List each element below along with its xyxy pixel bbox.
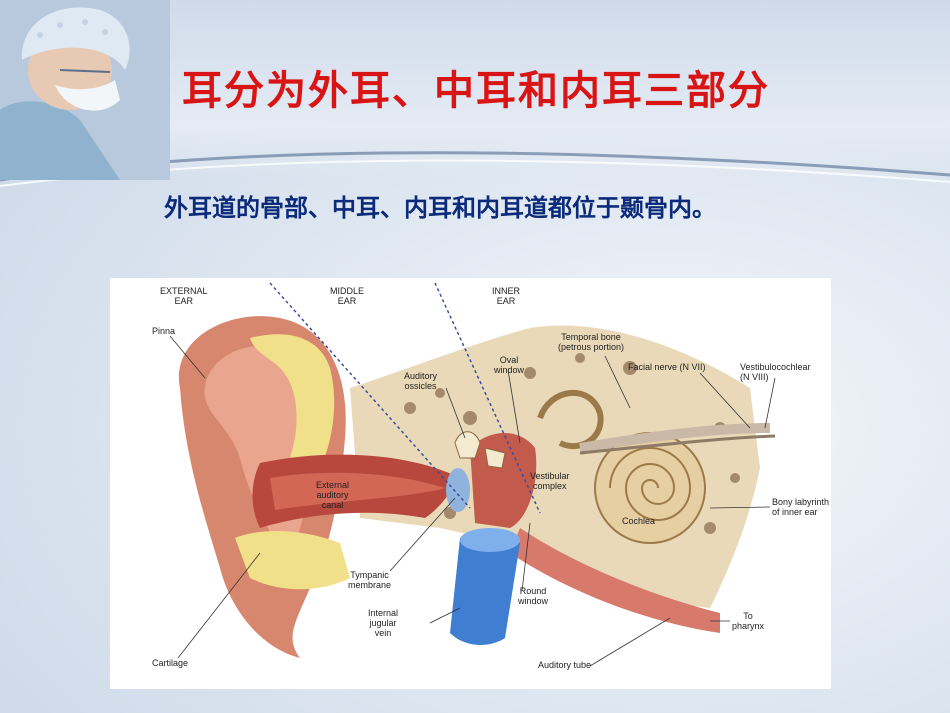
slide-title: 耳分为外耳、中耳和内耳三部分 (182, 67, 770, 114)
label-auditory-tube: Auditory tube (538, 660, 592, 670)
label-external-ear: EXTERNAL EAR (160, 286, 208, 306)
label-bony-labyrinth: Bony labyrinth of inner ear (772, 497, 830, 517)
doctor-photo (0, 0, 170, 180)
label-tympanic-membrane: Tympanic membrane (348, 570, 392, 590)
ear-anatomy-figure: EXTERNAL EAR MIDDLE EAR INNER EAR Pinna … (110, 278, 831, 689)
label-facial-nerve: Facial nerve (N VII) (628, 362, 706, 372)
label-internal-jugular-vein: Internal jugular vein (368, 608, 399, 638)
label-round-window: Round window (518, 586, 549, 606)
label-vestibulocochlear: Vestibulocochlear (N VIII) (740, 362, 811, 382)
label-auditory-ossicles: Auditory ossicles (404, 371, 438, 391)
label-inner-ear: INNER EAR (492, 286, 521, 306)
label-external-auditory-canal: External auditory canal (316, 480, 350, 510)
label-middle-ear: MIDDLE EAR (330, 286, 365, 306)
label-oval-window: Oval window (494, 355, 525, 375)
ear-illustration (169, 282, 776, 667)
label-cartilage: Cartilage (152, 658, 189, 668)
label-pinna: Pinna (152, 326, 176, 336)
label-temporal-bone: Temporal bone (petrous portion) (558, 332, 625, 352)
label-cochlea: Cochlea (622, 516, 656, 526)
slide-subtitle: 外耳道的骨部、中耳、内耳和内耳道都位于颞骨内。 (164, 193, 716, 222)
label-vestibular-complex: Vestibular complex (530, 471, 570, 491)
label-to-pharynx: To pharynx (732, 611, 765, 631)
